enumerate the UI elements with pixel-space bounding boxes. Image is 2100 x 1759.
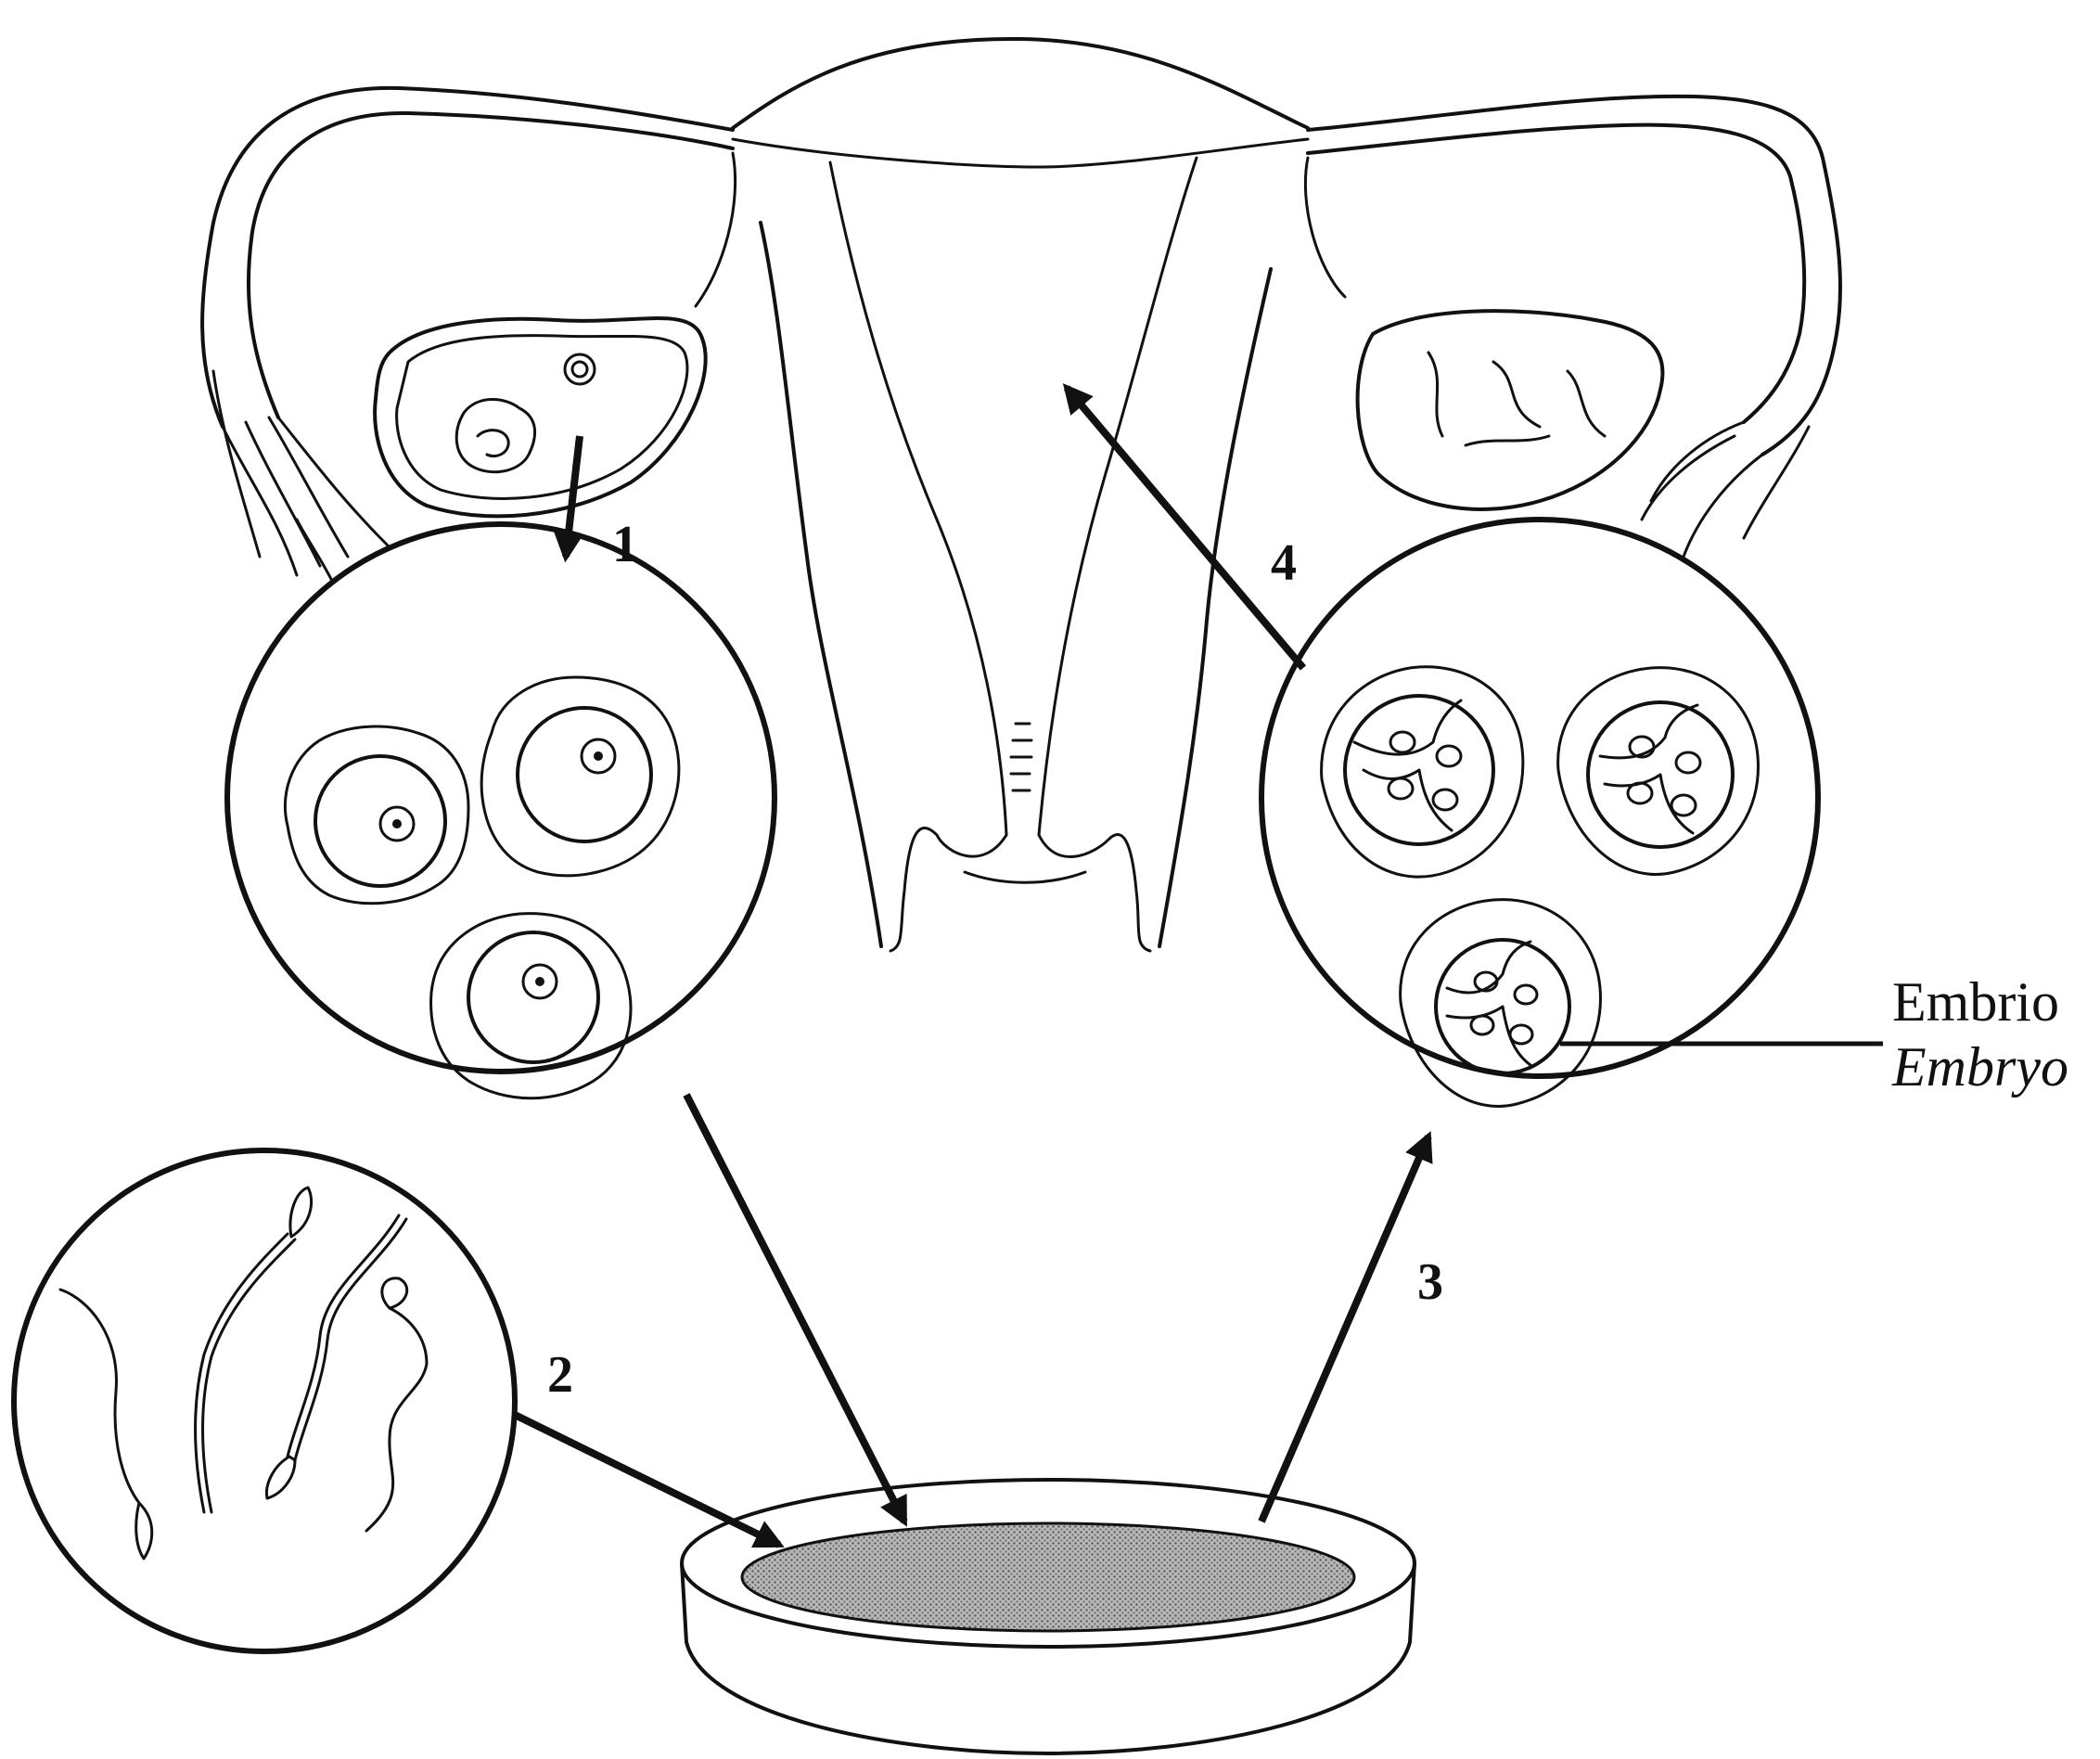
left-ovary bbox=[375, 318, 706, 516]
uterus-icon bbox=[733, 39, 1308, 951]
oocytes-magnified bbox=[227, 524, 775, 1098]
culture-medium bbox=[742, 1523, 1354, 1631]
arrow-oocytes-to-dish bbox=[686, 1095, 904, 1521]
arrow-step4 bbox=[1067, 388, 1303, 668]
petri-dish-icon bbox=[682, 1480, 1415, 1753]
step-label-1: 1 bbox=[612, 516, 638, 573]
arrow-step2 bbox=[515, 1415, 779, 1545]
step-label-2: 2 bbox=[547, 1346, 573, 1404]
step-label-3: 3 bbox=[1417, 1253, 1443, 1311]
step-label-4: 4 bbox=[1271, 534, 1297, 592]
embryos-magnified bbox=[1261, 520, 1818, 1106]
embryo-label-english: Embryo bbox=[1891, 1036, 2068, 1098]
embryo-label-malay: Embrio bbox=[1892, 971, 2059, 1033]
arrow-step3 bbox=[1261, 1136, 1428, 1521]
right-ovary bbox=[1358, 311, 1663, 509]
sperm-magnified bbox=[14, 1150, 515, 1651]
left-fallopian-tube bbox=[202, 88, 736, 584]
